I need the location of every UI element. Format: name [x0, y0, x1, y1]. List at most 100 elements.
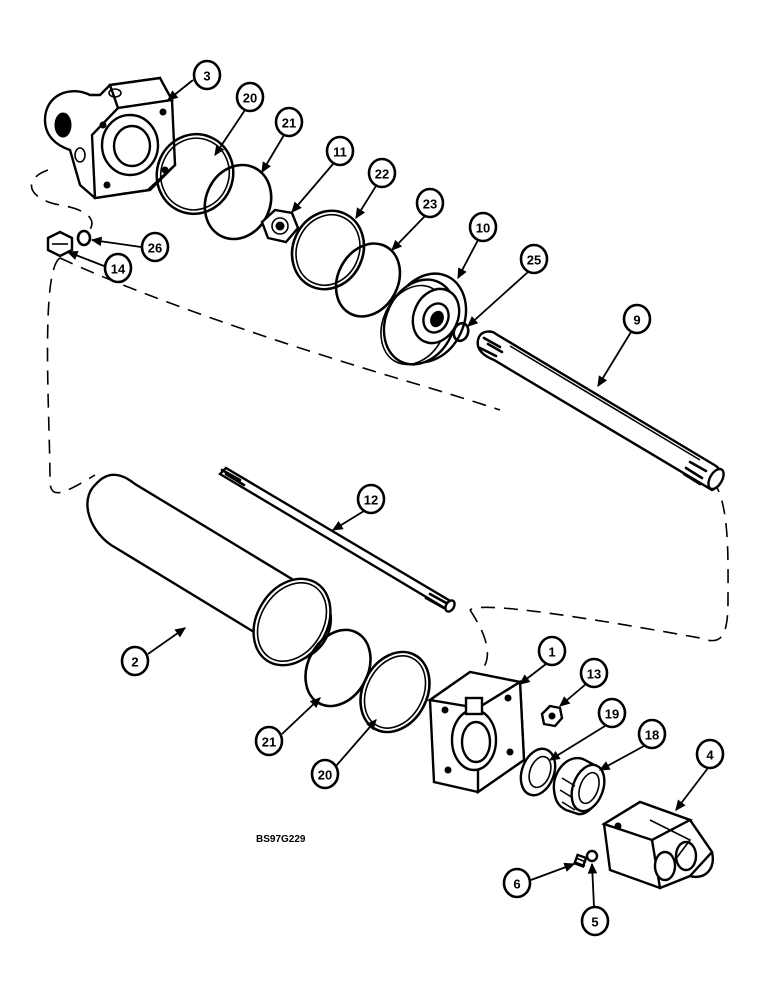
part-12-tie-rod [218, 466, 456, 613]
leader-line-c25 [467, 271, 529, 327]
callout-11: 11 [325, 135, 355, 167]
callout-20: 20 [235, 81, 265, 113]
part-1-rod-end-cap [426, 670, 526, 795]
callout-9: 9 [622, 303, 652, 335]
callout-14: 14 [103, 252, 133, 284]
arrowhead-c6 [563, 862, 576, 872]
callout-20: 20 [310, 758, 340, 790]
callout-circle [356, 483, 386, 515]
callout-number: 4 [706, 748, 714, 763]
part-26-o-ring [76, 229, 92, 247]
callout-circle [519, 243, 549, 275]
arrowhead-c21b [309, 697, 321, 708]
arrowhead-c22 [355, 207, 366, 220]
callout-18: 18 [637, 718, 667, 750]
callout-circle [274, 106, 304, 138]
callout-number: 5 [591, 915, 598, 930]
callout-number: 23 [423, 197, 437, 212]
arrowhead-c20a [214, 144, 225, 157]
callout-22: 22 [367, 157, 397, 189]
callout-circle [120, 645, 150, 677]
callout-number: 20 [318, 768, 332, 783]
leader-lines [66, 79, 709, 908]
part-6-set-screw [572, 853, 588, 868]
callout-12: 12 [356, 483, 386, 515]
leader-line-c9 [597, 331, 632, 387]
callout-3: 3 [192, 59, 222, 91]
callout-number: 11 [333, 145, 347, 160]
part-22-ring [290, 209, 366, 291]
arrowhead-c11 [291, 201, 302, 213]
arrowhead-c18 [598, 761, 611, 771]
assembly-path-line [46, 257, 96, 494]
callout-number: 2 [131, 655, 138, 670]
callout-5: 5 [580, 905, 610, 937]
callout-23: 23 [415, 187, 445, 219]
assembly-path-line-head [30, 169, 93, 236]
callout-10: 10 [468, 211, 498, 243]
callout-2: 2 [120, 645, 150, 677]
callout-number: 12 [364, 493, 378, 508]
arrowhead-c14 [66, 250, 79, 260]
part-25-o-ring [452, 321, 470, 343]
arrowhead-c19 [548, 750, 561, 761]
callout-number: 22 [375, 167, 389, 182]
arrowhead-c21a [261, 161, 271, 174]
arrowhead-c3 [167, 90, 179, 101]
callout-number: 3 [203, 69, 210, 84]
part-2-cylinder-tube [86, 473, 333, 667]
part-5-ball [585, 849, 599, 863]
callout-number: 25 [527, 253, 541, 268]
callout-circle [695, 738, 725, 770]
callout-21: 21 [254, 725, 284, 757]
callout-circle [235, 81, 265, 113]
callout-circle [325, 135, 355, 167]
callout-number: 9 [633, 313, 640, 328]
part-14-plug [46, 230, 74, 258]
arrowhead-c9 [597, 375, 608, 388]
callout-number: 10 [476, 221, 490, 236]
callout-6: 6 [502, 867, 532, 899]
callout-number: 14 [111, 262, 126, 277]
part-23-ring [334, 242, 402, 318]
callout-circle [502, 867, 532, 899]
arrowhead-c23 [391, 239, 403, 251]
arrowhead-c25 [467, 316, 479, 327]
assembly-path-line-upper [59, 257, 501, 411]
callout-number: 6 [513, 877, 520, 892]
callout-number: 20 [243, 91, 257, 106]
leader-line-c20b [335, 719, 377, 767]
callout-21: 21 [274, 106, 304, 138]
part-3-head-end-cap [43, 76, 177, 200]
part-21-ring-upper [203, 163, 273, 241]
arrowhead-c10 [457, 267, 467, 280]
assembly-path-line-right [469, 479, 729, 642]
callout-circle [310, 758, 340, 790]
callout-19: 19 [597, 697, 627, 729]
callout-4: 4 [695, 738, 725, 770]
callout-26: 26 [140, 231, 170, 263]
leader-line-c11 [291, 163, 334, 213]
arrowhead-c1 [519, 674, 531, 685]
arrowhead-c5 [587, 862, 598, 874]
callout-number: 1 [548, 645, 555, 660]
callout-circle [103, 252, 133, 284]
part-4-clevis [601, 800, 714, 890]
callout-25: 25 [519, 243, 549, 275]
callout-circle [468, 211, 498, 243]
callout-circle [415, 187, 445, 219]
callout-number: 21 [282, 116, 296, 131]
callout-circle [622, 303, 652, 335]
callout-number: 21 [262, 735, 276, 750]
callout-circle [254, 725, 284, 757]
callout-13: 13 [579, 657, 609, 689]
callout-circle [192, 59, 222, 91]
part-19-seal [519, 747, 557, 797]
callout-number: 26 [148, 241, 162, 256]
callout-circle [637, 718, 667, 750]
callout-number: 13 [587, 667, 601, 682]
part-9-piston-rod [476, 330, 725, 492]
arrowhead-c20b [366, 719, 377, 731]
callout-1: 1 [537, 635, 567, 667]
